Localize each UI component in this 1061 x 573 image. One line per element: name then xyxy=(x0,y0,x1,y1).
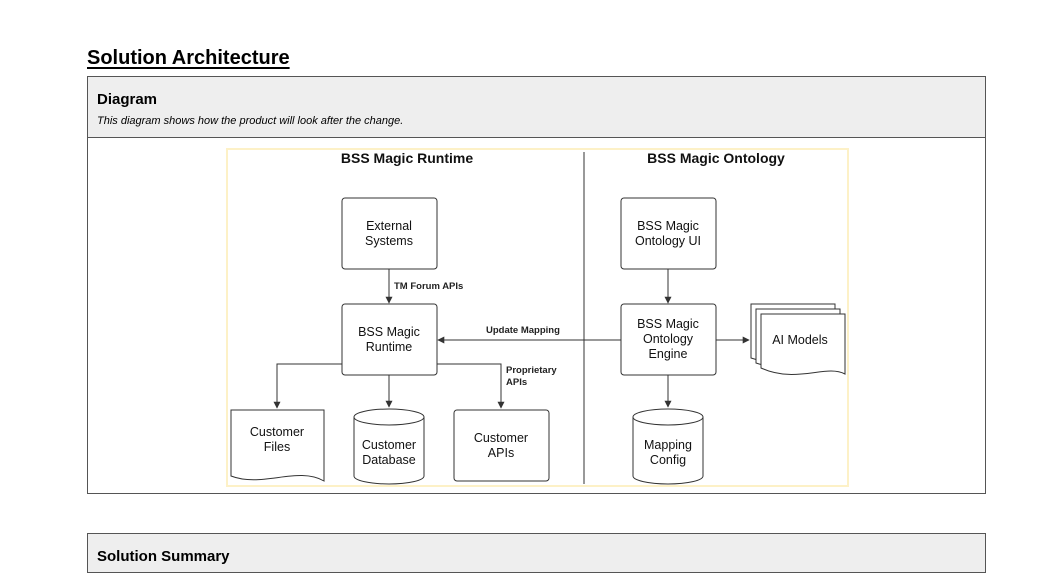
solution-summary-section: Solution Summary xyxy=(87,533,986,573)
ontology-engine-line1: BSS Magic xyxy=(637,317,699,331)
edge-runtime-to-files xyxy=(273,363,342,409)
ai-models-node: AI Models xyxy=(750,303,846,375)
diagram-header: Diagram This diagram shows how the produ… xyxy=(88,77,985,138)
ontology-engine-line2: Ontology xyxy=(643,332,694,346)
proprietary-label-line2: APIs xyxy=(506,377,527,388)
mapping-config-line2: Config xyxy=(650,453,686,467)
mapping-config-line1: Mapping xyxy=(644,438,692,452)
customer-database-line1: Customer xyxy=(362,438,416,452)
update-mapping-label: Update Mapping xyxy=(486,325,560,336)
ontology-section-title: BSS Magic Ontology xyxy=(647,150,785,166)
customer-apis-line1: Customer xyxy=(474,431,528,445)
customer-database-node: Customer Database xyxy=(353,408,425,485)
ontology-ui-line1: BSS Magic xyxy=(637,219,699,233)
runtime-line1: BSS Magic xyxy=(358,325,420,339)
tm-forum-label: TM Forum APIs xyxy=(394,281,463,292)
external-systems-node: External Systems xyxy=(341,197,438,270)
architecture-diagram: BSS Magic Runtime BSS Magic Ontology Ext… xyxy=(226,148,849,493)
runtime-section-title: BSS Magic Runtime xyxy=(341,150,473,166)
proprietary-label-line1: Proprietary xyxy=(506,365,557,376)
runtime-node: BSS Magic Runtime xyxy=(341,303,438,376)
solution-summary-title: Solution Summary xyxy=(97,548,230,565)
diagram-subtitle: This diagram shows how the product will … xyxy=(97,115,404,127)
section-title: Solution Architecture xyxy=(87,47,290,69)
external-systems-line1: External xyxy=(366,219,412,233)
ontology-engine-node: BSS Magic Ontology Engine xyxy=(620,303,717,376)
ontology-ui-line2: Ontology UI xyxy=(635,234,701,248)
runtime-line2: Runtime xyxy=(366,340,413,354)
mapping-config-node: Mapping Config xyxy=(632,408,704,485)
customer-files-line1: Customer xyxy=(250,425,304,439)
ontology-engine-line3: Engine xyxy=(649,347,688,361)
edge-runtime-to-apis xyxy=(437,363,505,409)
ai-models-label: AI Models xyxy=(772,333,828,347)
customer-apis-node: Customer APIs xyxy=(453,409,550,482)
external-systems-line2: Systems xyxy=(365,234,413,248)
customer-files-line2: Files xyxy=(264,440,290,454)
ontology-ui-node: BSS Magic Ontology UI xyxy=(620,197,717,270)
customer-files-node: Customer Files xyxy=(230,409,325,482)
customer-database-line2: Database xyxy=(362,453,416,467)
diagram-section: Diagram This diagram shows how the produ… xyxy=(87,76,986,494)
customer-apis-line2: APIs xyxy=(488,446,514,460)
diagram-title: Diagram xyxy=(97,91,158,108)
architecture-diagram-svg: BSS Magic Runtime BSS Magic Ontology Ext… xyxy=(226,148,849,487)
